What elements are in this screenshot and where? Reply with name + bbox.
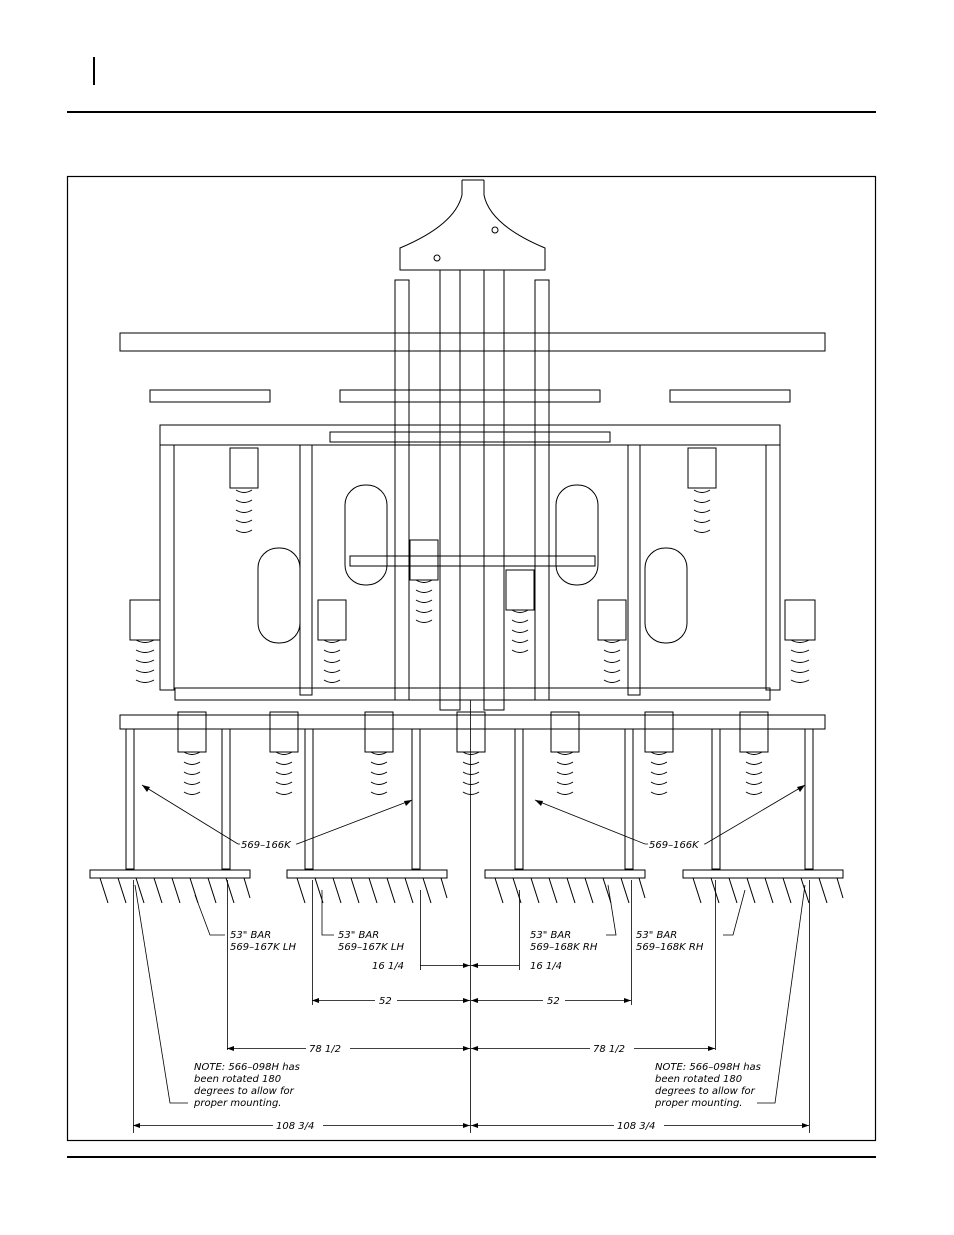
- note-left-line2: been rotated 180: [194, 1074, 281, 1085]
- dim-16-left: 16 1/4: [372, 961, 404, 972]
- part-label-right: 569–166K: [649, 840, 700, 851]
- figure-frame: [68, 177, 876, 1141]
- dim-16-right: 16 1/4: [530, 961, 562, 972]
- bar-label-1-line1: 53" BAR: [230, 930, 271, 941]
- dim-108-right: 108 3/4: [617, 1121, 655, 1132]
- bar-label-3-line1: 53" BAR: [530, 930, 571, 941]
- bar-label-2-line2: 569–167K LH: [338, 942, 404, 953]
- note-right-line3: degrees to allow for: [655, 1086, 756, 1097]
- bar-label-1-line2: 569–167K LH: [230, 942, 296, 953]
- dim-52-right: 52: [547, 996, 560, 1007]
- part-label-left: 569–166K: [241, 840, 292, 851]
- bar-label-2-line1: 53" BAR: [338, 930, 379, 941]
- machine-linework: [90, 180, 843, 903]
- bar-label-4-line1: 53" BAR: [636, 930, 677, 941]
- dim-78-left: 78 1/2: [309, 1044, 341, 1055]
- bar-label-3-line2: 569–168K RH: [530, 942, 598, 953]
- note-left-line1: NOTE: 566–098H has: [194, 1062, 300, 1073]
- dim-78-right: 78 1/2: [593, 1044, 625, 1055]
- dim-108-left: 108 3/4: [276, 1121, 314, 1132]
- note-left-line3: degrees to allow for: [194, 1086, 295, 1097]
- note-right-line2: been rotated 180: [655, 1074, 742, 1085]
- note-right-line1: NOTE: 566–098H has: [655, 1062, 761, 1073]
- note-right-line4: proper mounting.: [654, 1098, 742, 1109]
- dim-52-left: 52: [379, 996, 392, 1007]
- note-left-line4: proper mounting.: [193, 1098, 281, 1109]
- bar-label-4-line2: 569–168K RH: [636, 942, 704, 953]
